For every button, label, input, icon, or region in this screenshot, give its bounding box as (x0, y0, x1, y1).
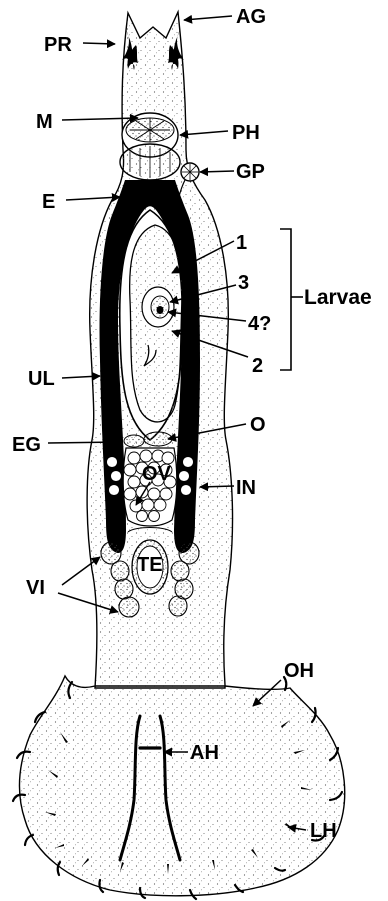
label-larva-3: 3 (238, 272, 249, 294)
larvae-bracket (280, 229, 291, 370)
label-larva-4: 4? (248, 313, 271, 335)
label-m: M (36, 111, 53, 133)
label-larva-1: 1 (236, 232, 247, 254)
pharynx (120, 113, 180, 180)
label-ph: PH (232, 122, 260, 144)
label-ah: AH (190, 742, 219, 764)
opisthaptor (20, 676, 345, 896)
label-lh: LH (310, 820, 337, 842)
larva-4 (157, 306, 164, 314)
label-ov: OV (142, 463, 172, 485)
label-e: E (42, 191, 55, 213)
label-larva-2: 2 (252, 355, 263, 377)
label-in: IN (236, 477, 256, 499)
label-ag: AG (236, 6, 266, 28)
label-larvae: Larvae (304, 286, 372, 309)
label-pr: PR (44, 34, 72, 56)
label-eg: EG (12, 434, 41, 456)
label-oh: OH (284, 660, 314, 682)
label-gp: GP (236, 161, 265, 183)
label-te: TE (137, 554, 163, 576)
label-vi: VI (26, 577, 45, 599)
label-o: O (250, 414, 266, 436)
label-ul: UL (28, 368, 55, 390)
